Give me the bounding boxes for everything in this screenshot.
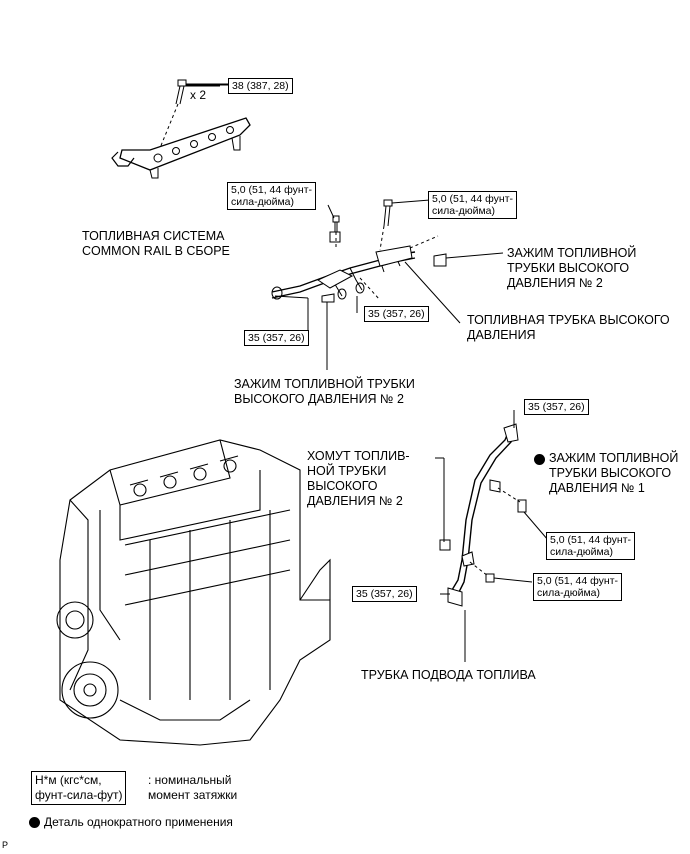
torque-box-inlet-top: 35 (357, 26)	[524, 399, 589, 415]
label-collar-2: ХОМУТ ТОПЛИВ- НОЙ ТРУБКИ ВЫСОКОГО ДАВЛЕН…	[307, 449, 410, 508]
torque-box-clamp-right: 5,0 (51, 44 фунт- сила-дюйма)	[428, 191, 517, 219]
label-inlet-tube: ТРУБКА ПОДВОДА ТОПЛИВА	[361, 668, 536, 682]
legend-non-reusable-icon	[29, 817, 40, 828]
torque-box-inlet-bottom: 35 (357, 26)	[352, 586, 417, 602]
engine-block	[56, 439, 331, 746]
torque-box-tube-union-left: 35 (357, 26)	[244, 330, 309, 346]
legend-torque-description: : номинальный момент затяжки	[148, 773, 238, 802]
label-clamp-2-lower: ЗАЖИМ ТОПЛИВНОЙ ТРУБКИ ВЫСОКОГО ДАВЛЕНИЯ…	[234, 377, 415, 406]
legend-non-reusable-text: Деталь однократного применения	[44, 815, 233, 829]
label-common-rail: ТОПЛИВНАЯ СИСТЕМА COMMON RAIL В СБОРЕ	[82, 229, 230, 258]
torque-box-clamp-left: 5,0 (51, 44 фунт- сила-дюйма)	[227, 182, 316, 210]
hp-tube-group	[271, 199, 447, 303]
label-hp-tube: ТОПЛИВНАЯ ТРУБКА ВЫСОКОГО ДАВЛЕНИЯ	[467, 313, 670, 342]
fuel-inlet-tube-group	[439, 423, 527, 607]
label-clamp-1: ЗАЖИМ ТОПЛИВНОЙ ТРУБКИ ВЫСОКОГО ДАВЛЕНИЯ…	[549, 451, 679, 495]
legend-torque-units: Н*м (кгс*см, фунт-сила-фут)	[31, 771, 127, 805]
leader-lines	[186, 84, 549, 662]
torque-box-clamp1-bolt-b: 5,0 (51, 44 фунт- сила-дюйма)	[533, 573, 622, 601]
non-reusable-part-icon	[534, 454, 545, 465]
common-rail-assembly	[111, 79, 251, 179]
torque-box-tube-union-mid: 35 (357, 26)	[364, 306, 429, 322]
quantity-label: x 2	[190, 88, 207, 102]
label-clamp-2-upper: ЗАЖИМ ТОПЛИВНОЙ ТРУБКИ ВЫСОКОГО ДАВЛЕНИЯ…	[507, 246, 637, 290]
torque-box-rail-bolt: 38 (387, 28)	[228, 78, 293, 94]
torque-box-clamp1-bolt-a: 5,0 (51, 44 фунт- сила-дюйма)	[546, 532, 635, 560]
corner-mark: P	[2, 840, 9, 850]
